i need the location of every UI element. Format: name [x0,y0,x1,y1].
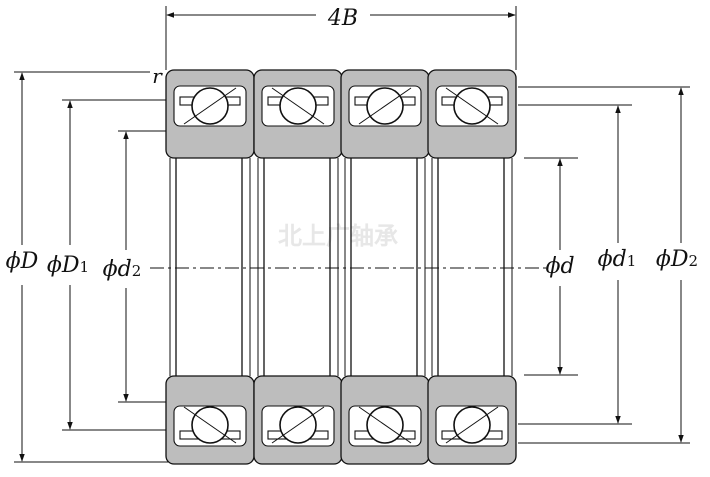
inner-shoulder-label: ϕd2 [103,257,142,282]
right-extension-lines [518,86,690,444]
bearing-row-4 [427,69,517,465]
contact-line-top [445,87,499,125]
bearing-row-2 [253,69,343,465]
contact-line-bottom [183,406,237,444]
contact-line-top [271,87,325,125]
contact-line-bottom [271,406,325,444]
bearing-row-1 [165,69,255,465]
outer-shoulder-label: ϕD1 [47,253,89,278]
radius-label: r [152,64,163,88]
outer-diameter-label: ϕD [6,249,39,274]
vertical-dimensions [19,72,684,462]
bearing-row-3 [340,69,430,465]
contact-line-top [183,87,237,125]
dimension-labels: ϕD ϕD1 ϕd2 ϕd ϕd1 ϕD2 [6,247,698,282]
contact-line-bottom [358,406,412,444]
outer-flange-label: ϕD2 [656,247,698,272]
bore-shoulder-label: ϕd1 [598,247,637,272]
bearing-stack [165,69,517,465]
contact-line-bottom [445,406,499,444]
contact-line-top [358,87,412,125]
bore-label: ϕd [545,254,574,279]
width-dimension: 4B [165,6,517,70]
width-label: 4B [327,6,358,31]
left-extension-lines [14,71,168,463]
